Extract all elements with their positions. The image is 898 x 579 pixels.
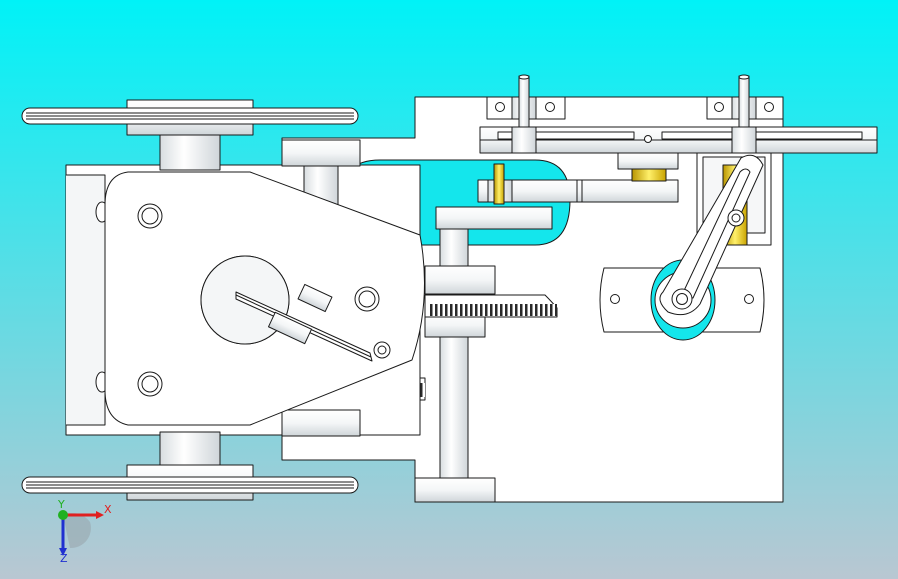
lever-arm[interactable] <box>477 163 679 205</box>
axis-y-label: Y <box>57 498 65 511</box>
coordinate-triad <box>58 510 104 556</box>
gear-rack-upper[interactable] <box>424 294 558 318</box>
axis-x-label: X <box>104 503 112 516</box>
lower-pulley[interactable] <box>21 476 359 494</box>
axis-z-label: Z <box>60 552 68 565</box>
vertical-shaft[interactable] <box>414 206 553 503</box>
top-bracket-right[interactable] <box>706 74 784 147</box>
slide-rail[interactable] <box>479 126 878 154</box>
upper-pulley[interactable] <box>21 107 359 125</box>
top-bracket-left[interactable] <box>486 74 566 147</box>
brass-bushing-upper[interactable] <box>617 152 679 182</box>
slotted-link[interactable] <box>659 154 764 316</box>
spring-blade[interactable] <box>235 283 391 362</box>
